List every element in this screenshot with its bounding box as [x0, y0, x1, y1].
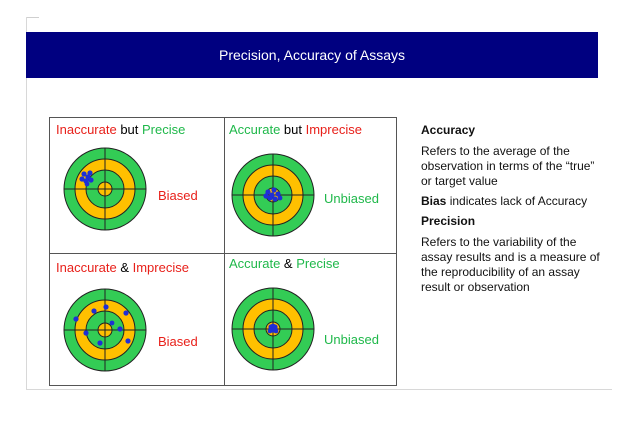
bias-label: Unbiased [324, 191, 379, 206]
target-icon [63, 147, 147, 231]
slide-title: Precision, Accuracy of Assays [219, 47, 405, 63]
grid-horizontal-divider [50, 253, 396, 254]
quadrant-label: Accurate but Imprecise [229, 122, 362, 137]
shot-cluster [79, 170, 94, 187]
label-precision: Precise [296, 256, 340, 271]
label-connector: but [280, 122, 306, 137]
quadrant-accurate-imprecise: Accurate but Imprecise Unbiased [225, 118, 399, 252]
accuracy-heading: Accuracy [421, 123, 476, 137]
slide-frame [26, 17, 612, 390]
bias-term: Bias [421, 194, 447, 208]
bias-label: Unbiased [324, 332, 379, 347]
label-accuracy: Accurate [229, 256, 281, 271]
label-connector: & [116, 260, 133, 275]
bias-label: Biased [158, 188, 198, 203]
quadrant-accurate-precise: Accurate & Precise Unbiased [225, 254, 399, 388]
bias-label: Biased [158, 334, 198, 349]
label-precision: Imprecise [132, 260, 189, 275]
label-connector: & [280, 256, 297, 271]
bias-definition: Bias indicates lack of Accuracy [421, 194, 601, 209]
quadrant-label: Inaccurate & Imprecise [56, 260, 189, 275]
quadrant-inaccurate-imprecise: Inaccurate & Imprecise Biased [50, 254, 224, 388]
label-accuracy: Accurate [229, 122, 281, 137]
quadrant-label: Accurate & Precise [229, 256, 340, 271]
label-connector: but [116, 122, 142, 137]
definitions-panel: Accuracy Refers to the average of the ob… [421, 123, 601, 300]
bias-definition-text: indicates lack of Accuracy [446, 194, 588, 208]
slide-title-bar: Precision, Accuracy of Assays [26, 32, 598, 78]
quadrant-label: Inaccurate but Precise [56, 122, 185, 137]
precision-heading: Precision [421, 214, 476, 228]
slide-top-accent [27, 17, 39, 18]
quadrant-inaccurate-precise: Inaccurate but Precise Biased [50, 118, 224, 252]
target-icon [63, 288, 147, 372]
label-precision: Precise [142, 122, 186, 137]
shot-bullseye [267, 323, 279, 334]
target-icon [231, 153, 315, 237]
precision-definition: Refers to the variability of the assay r… [421, 235, 600, 294]
target-grid: Inaccurate but Precise Biased Accurate b… [49, 117, 397, 386]
accuracy-definition: Refers to the average of the observation… [421, 144, 595, 188]
grid-vertical-divider [224, 118, 225, 385]
shot-scatter [73, 304, 131, 346]
label-accuracy: Inaccurate [56, 260, 117, 275]
label-accuracy: Inaccurate [56, 122, 117, 137]
shot-cluster [263, 187, 283, 202]
label-precision: Imprecise [305, 122, 362, 137]
target-icon [231, 287, 315, 371]
